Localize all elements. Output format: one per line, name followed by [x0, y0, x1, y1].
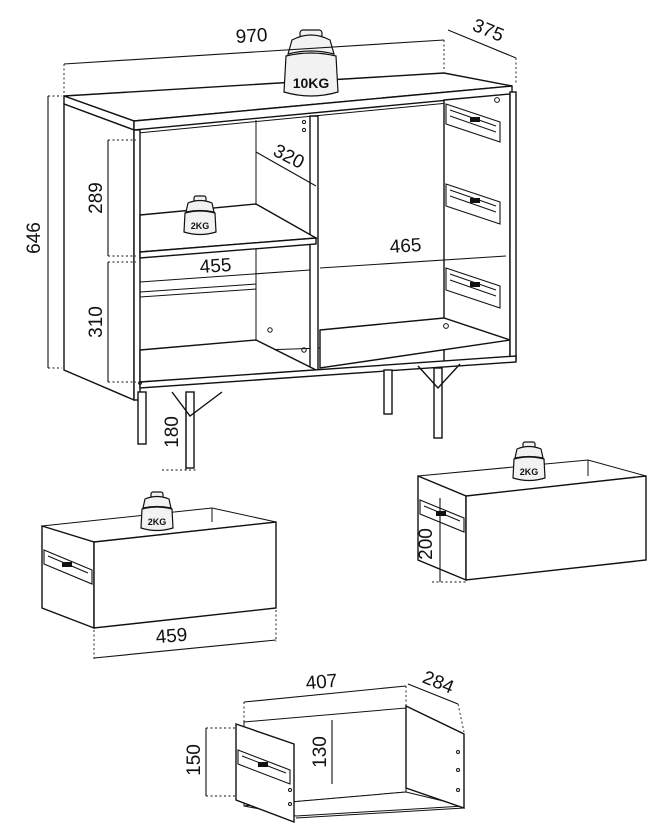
cabinet-left-side — [63, 102, 135, 402]
drawer-right-height-label: 200 — [416, 528, 437, 560]
sideboard-cabinet: 10KG 2KG 970 375 646 289 310 — [24, 15, 517, 471]
drawer-left-front — [93, 521, 277, 629]
drawer-box-outer-height-label: 150 — [184, 744, 205, 776]
drawer-left-weight-icon: 2KG — [140, 491, 174, 532]
cabinet-height-label: 646 — [24, 222, 45, 254]
leg-height-label: 180 — [162, 416, 183, 448]
drawer-box-width-label: 407 — [305, 671, 338, 695]
lower-compartment-height-label: 310 — [86, 306, 107, 338]
drawer-right: 2KG 200 — [416, 441, 647, 583]
drawer-runner-upper — [445, 103, 501, 143]
cabinet-width-label: 970 — [235, 25, 268, 48]
cabinet-depth-label: 375 — [469, 15, 506, 46]
shelf-load-label: 2KG — [191, 221, 210, 231]
drawer-box-right-side — [405, 704, 465, 809]
top-load-weight-icon: 10KG — [283, 29, 339, 97]
drawer-right-weight-icon: 2KG — [512, 441, 546, 482]
drawer-box-inner-height-label: 130 — [310, 736, 331, 768]
drawer-runner-middle — [445, 183, 501, 225]
drawer-right-front — [465, 475, 647, 581]
left-inner-width-label: 455 — [199, 255, 232, 278]
drawer-box-depth-label: 284 — [419, 667, 457, 699]
cabinet-bottom-right — [319, 317, 511, 369]
drawer-left: 2KG 459 — [41, 491, 277, 660]
drawer-left-width-label: 459 — [155, 625, 188, 649]
top-load-label: 10KG — [293, 75, 330, 91]
right-inner-width-label: 465 — [389, 235, 422, 258]
drawer-box: 407 284 150 130 — [184, 667, 465, 824]
upper-compartment-height-label: 289 — [86, 182, 107, 214]
shelf-load-weight-icon: 2KG — [183, 195, 217, 236]
drawer-left-load-label: 2KG — [148, 517, 167, 527]
drawer-runner-lower — [445, 267, 501, 309]
drawer-right-load-label: 2KG — [520, 467, 539, 477]
cabinet-legs — [137, 363, 461, 469]
